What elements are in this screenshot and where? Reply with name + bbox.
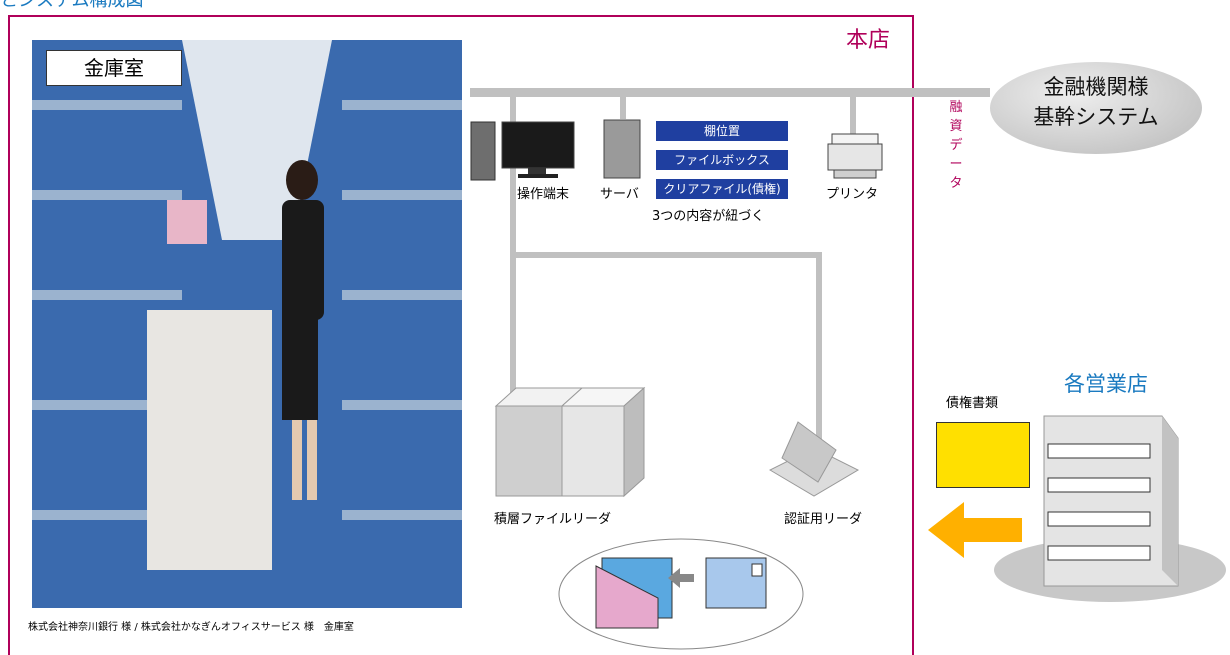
diagram-caption: とシステム構成図 bbox=[0, 0, 144, 11]
vault-shelves-illustration bbox=[32, 40, 462, 608]
terminal-icon bbox=[470, 121, 575, 181]
tags-caption: 3つの内容が紐づく bbox=[652, 209, 765, 224]
auth-reader-label: 認証用リーダ bbox=[784, 512, 863, 527]
printer-icon bbox=[827, 133, 883, 179]
branches-title: 各営業店 bbox=[1064, 372, 1148, 396]
stacked-reader-label: 積層ファイルリーダ bbox=[494, 512, 612, 527]
core-system-ellipse bbox=[990, 62, 1202, 154]
core-system-line-1: 金融機関様 bbox=[1043, 75, 1149, 99]
stacked-file-reader-icon bbox=[494, 386, 646, 498]
credit-docs-label: 債権書類 bbox=[946, 396, 999, 411]
loan-data-label: 融資データ bbox=[949, 100, 963, 191]
terminal-label: 操作端末 bbox=[517, 187, 570, 202]
server-icon bbox=[603, 119, 641, 179]
tag-file-box: ファイルボックス bbox=[656, 150, 788, 170]
core-system-label: 金融機関様 基幹システム bbox=[990, 72, 1202, 132]
vault-photo bbox=[32, 40, 462, 608]
branch-building-icon bbox=[994, 415, 1226, 602]
server-label: サーバ bbox=[600, 187, 639, 202]
credit-docs-icon bbox=[936, 422, 1030, 488]
head-office-label: 本店 bbox=[846, 28, 891, 53]
vault-label: 金庫室 bbox=[46, 50, 182, 86]
tag-clear-file: クリアファイル(債権) bbox=[656, 179, 788, 199]
tag-shelf-position: 棚位置 bbox=[656, 121, 788, 141]
printer-label: プリンタ bbox=[826, 187, 879, 202]
core-system-line-2: 基幹システム bbox=[1033, 105, 1159, 129]
head-office-frame bbox=[8, 15, 914, 655]
photo-credit: 株式会社神奈川銀行 様 / 株式会社かなぎんオフィスサービス 様 金庫室 bbox=[28, 622, 354, 633]
file-linking-illustration bbox=[558, 538, 804, 650]
auth-reader-icon bbox=[768, 421, 860, 497]
arrow-left-icon bbox=[928, 502, 1022, 558]
